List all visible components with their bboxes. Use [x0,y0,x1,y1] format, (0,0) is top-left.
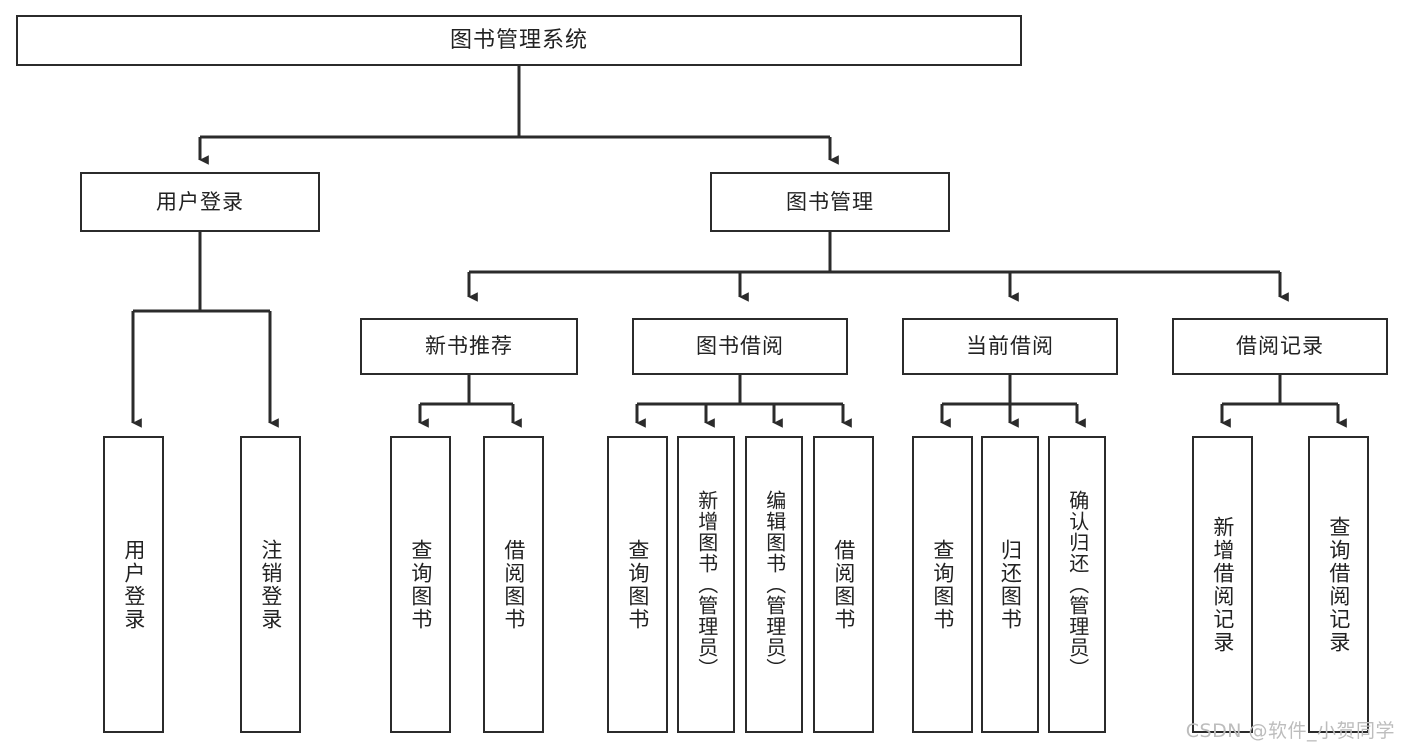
leaf-query-book-borrow-label: 查询图书 [625,538,650,631]
leaf-edit-book-admin[interactable]: 编辑图书（管理员） [745,436,803,733]
leaf-user-login-label: 用户登录 [121,538,146,631]
leaf-add-book-admin-label: 新增图书（管理员） [694,490,719,679]
leaf-add-borrow-record-label: 新增借阅记录 [1210,515,1235,654]
node-new-book-recommend-label: 新书推荐 [425,334,513,359]
leaf-user-login[interactable]: 用户登录 [103,436,164,733]
leaf-borrow-book-recommend[interactable]: 借阅图书 [483,436,544,733]
leaf-return-book-label: 归还图书 [998,538,1023,631]
leaf-confirm-return-admin-label: 确认归还（管理员） [1065,490,1090,679]
leaf-add-book-admin[interactable]: 新增图书（管理员） [677,436,735,733]
node-user-login[interactable]: 用户登录 [80,172,320,232]
leaf-logout[interactable]: 注销登录 [240,436,301,733]
leaf-borrow-book-label: 借阅图书 [831,538,856,631]
leaf-logout-label: 注销登录 [258,538,283,631]
node-root[interactable]: 图书管理系统 [16,15,1022,66]
leaf-confirm-return-admin[interactable]: 确认归还（管理员） [1048,436,1106,733]
leaf-add-borrow-record[interactable]: 新增借阅记录 [1192,436,1253,733]
leaf-query-borrow-record-label: 查询借阅记录 [1326,515,1351,654]
leaf-borrow-book[interactable]: 借阅图书 [813,436,874,733]
leaf-query-book-recommend-label: 查询图书 [408,538,433,631]
leaf-query-book-recommend[interactable]: 查询图书 [390,436,451,733]
watermark-text: CSDN @软件_小贺同学 [1185,720,1395,742]
node-new-book-recommend[interactable]: 新书推荐 [360,318,578,375]
node-current-borrow-label: 当前借阅 [966,334,1054,359]
node-book-management-label: 图书管理 [786,189,874,214]
node-user-login-label: 用户登录 [156,189,244,214]
node-book-management[interactable]: 图书管理 [710,172,950,232]
node-book-borrow[interactable]: 图书借阅 [632,318,848,375]
leaf-query-book-borrow[interactable]: 查询图书 [607,436,668,733]
node-borrow-record[interactable]: 借阅记录 [1172,318,1388,375]
node-current-borrow[interactable]: 当前借阅 [902,318,1118,375]
node-book-borrow-label: 图书借阅 [696,334,784,359]
node-root-label: 图书管理系统 [449,27,588,53]
leaf-return-book[interactable]: 归还图书 [981,436,1039,733]
leaf-query-borrow-record[interactable]: 查询借阅记录 [1308,436,1369,733]
node-borrow-record-label: 借阅记录 [1236,334,1324,359]
leaf-borrow-book-recommend-label: 借阅图书 [501,538,526,631]
leaf-query-book-current[interactable]: 查询图书 [912,436,973,733]
leaf-query-book-current-label: 查询图书 [930,538,955,631]
leaf-edit-book-admin-label: 编辑图书（管理员） [762,490,787,679]
